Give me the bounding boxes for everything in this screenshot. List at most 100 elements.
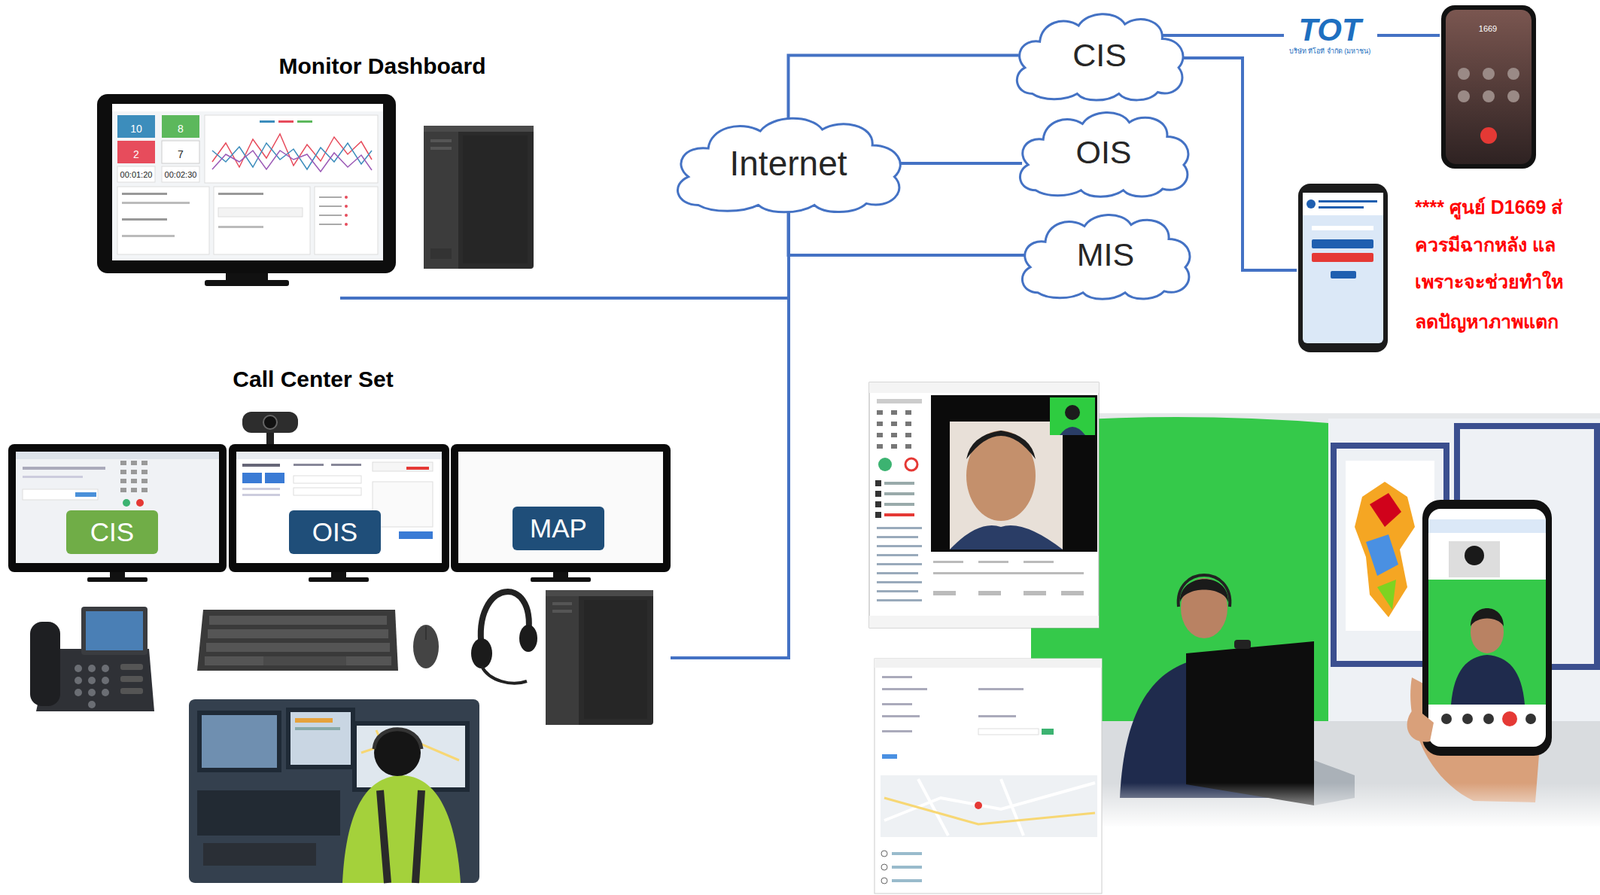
cloud-outline <box>1019 112 1188 197</box>
softphone-screenshot <box>891 410 898 415</box>
studio-photo <box>1407 707 1434 743</box>
dashboard-monitor <box>278 120 294 123</box>
desk-phone <box>120 675 143 682</box>
studio-photo <box>1441 713 1452 724</box>
monitor <box>372 462 433 472</box>
softphone-screenshot <box>876 599 922 602</box>
operator-photo <box>374 729 422 749</box>
softphone-screenshot <box>875 490 882 497</box>
operator-photo <box>203 842 317 866</box>
system-badge: MAP <box>512 506 605 551</box>
dashboard-monitor <box>161 166 200 183</box>
studio-photo <box>1186 641 1315 806</box>
smartphone <box>1311 252 1374 262</box>
dashboard-monitor <box>319 214 342 216</box>
monitor <box>331 571 347 578</box>
keyboard <box>197 609 399 671</box>
dashboard-monitor <box>314 186 378 255</box>
studio-photo <box>1365 534 1399 576</box>
softphone-screenshot <box>1023 590 1047 596</box>
monitor <box>141 460 148 466</box>
cloud-node: Internet <box>668 112 909 215</box>
pc-tower <box>584 599 648 719</box>
node-text: OIS <box>312 517 358 548</box>
softphone-screenshot <box>876 398 922 404</box>
monitor <box>22 489 98 500</box>
node-text: Internet <box>730 144 848 183</box>
softphone-screenshot <box>875 511 882 518</box>
dashboard-monitor <box>204 279 289 286</box>
map-screenshot <box>882 754 898 759</box>
softphone-screenshot <box>978 560 1009 563</box>
section-title: Call Center Set <box>232 366 393 393</box>
operator-photo <box>201 714 277 768</box>
system-badge: CIS <box>66 510 159 554</box>
network-link <box>788 211 1026 256</box>
section-title: Monitor Dashboard <box>279 53 487 80</box>
studio-photo <box>1502 711 1518 727</box>
softphone-screenshot <box>1023 560 1054 563</box>
mouse <box>413 624 439 669</box>
softphone-screenshot <box>869 382 1099 628</box>
stat-value: 8 <box>177 122 184 135</box>
studio-photo <box>1031 413 1600 828</box>
studio-photo <box>1462 713 1473 724</box>
stat-value: 7 <box>177 148 184 161</box>
softphone-screenshot <box>876 580 922 584</box>
mouse <box>425 626 427 640</box>
map-screenshot <box>891 851 922 883</box>
softphone-screenshot <box>949 525 1063 550</box>
pc-tower <box>423 125 459 269</box>
monitor <box>308 577 369 582</box>
note-text: ควรมีฉากหลัง แล <box>1414 234 1556 256</box>
mobile-phone <box>1457 67 1520 103</box>
studio-photo <box>1464 545 1485 566</box>
softphone-screenshot <box>905 410 912 415</box>
map-screenshot <box>884 797 1096 825</box>
monitor <box>130 478 137 484</box>
pc-tower <box>545 590 654 725</box>
softphone-screenshot <box>875 480 882 487</box>
monitor <box>228 444 450 582</box>
softphone-screenshot <box>933 560 1084 596</box>
softphone-screenshot <box>869 615 1099 628</box>
desk-phone <box>30 621 61 706</box>
monitor <box>15 451 220 563</box>
webcam <box>242 411 299 446</box>
studio-photo <box>1031 413 1600 827</box>
mobile-phone <box>1457 67 1470 80</box>
desk-phone <box>30 606 155 712</box>
keyboard <box>206 642 390 652</box>
dashboard-monitor <box>297 120 313 123</box>
dashboard-monitor <box>204 115 378 183</box>
mobile-phone <box>1457 90 1470 103</box>
dashboard-monitor <box>97 94 396 274</box>
monitor <box>293 463 324 466</box>
smartphone <box>1318 200 1378 203</box>
company-name: บริษัท ทีโอที จำกัด (มหาชน) <box>1289 47 1372 55</box>
pc-tower <box>552 602 572 606</box>
headset <box>519 624 538 652</box>
system-badge: OIS <box>288 510 381 554</box>
phone-number: 1669 <box>1478 24 1497 34</box>
dashboard-monitor <box>218 207 303 217</box>
studio-photo <box>1369 492 1402 527</box>
webcam <box>263 415 277 429</box>
node-text: CIS <box>90 517 134 548</box>
desk-phone <box>88 700 96 709</box>
cloud-outline <box>678 118 901 213</box>
desk-phone <box>120 663 143 670</box>
map-screenshot <box>882 702 913 706</box>
dashboard-monitor <box>319 223 342 226</box>
pc-tower <box>430 248 452 259</box>
monitor <box>15 451 220 460</box>
note-text: เพราะจะช่วยทำให <box>1414 270 1564 293</box>
softphone-screenshot <box>869 382 1099 393</box>
map-screenshot <box>884 778 1096 836</box>
monitor <box>120 460 148 493</box>
monitor <box>8 444 227 572</box>
monitor <box>120 487 127 493</box>
monitor <box>8 444 227 582</box>
softphone-screenshot <box>1059 426 1086 435</box>
keyboard <box>209 615 387 625</box>
